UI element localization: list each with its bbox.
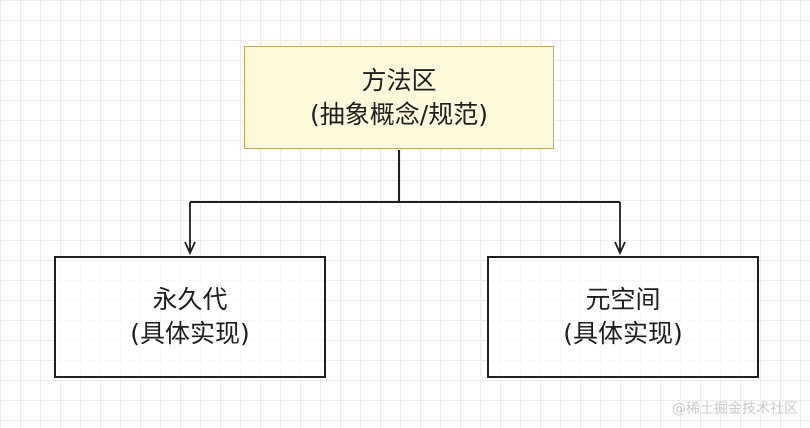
method-area-node[interactable]: 方法区 (抽象概念/规范) [244,46,554,149]
right-arrowhead [614,241,626,256]
watermark-text: @稀土掘金技术社区 [672,401,798,417]
permgen-subtitle: (具体实现) [130,319,250,348]
metaspace-subtitle: (具体实现) [563,319,683,348]
method-area-title: 方法区 [361,65,437,95]
metaspace-title: 元空间 [585,285,661,314]
permgen-node[interactable]: 永久代 (具体实现) [54,256,326,378]
metaspace-node[interactable]: 元空间 (具体实现) [487,256,759,378]
left-arrowhead [184,241,196,256]
method-area-subtitle: (抽象概念/规范) [310,99,488,129]
permgen-title: 永久代 [152,285,228,314]
